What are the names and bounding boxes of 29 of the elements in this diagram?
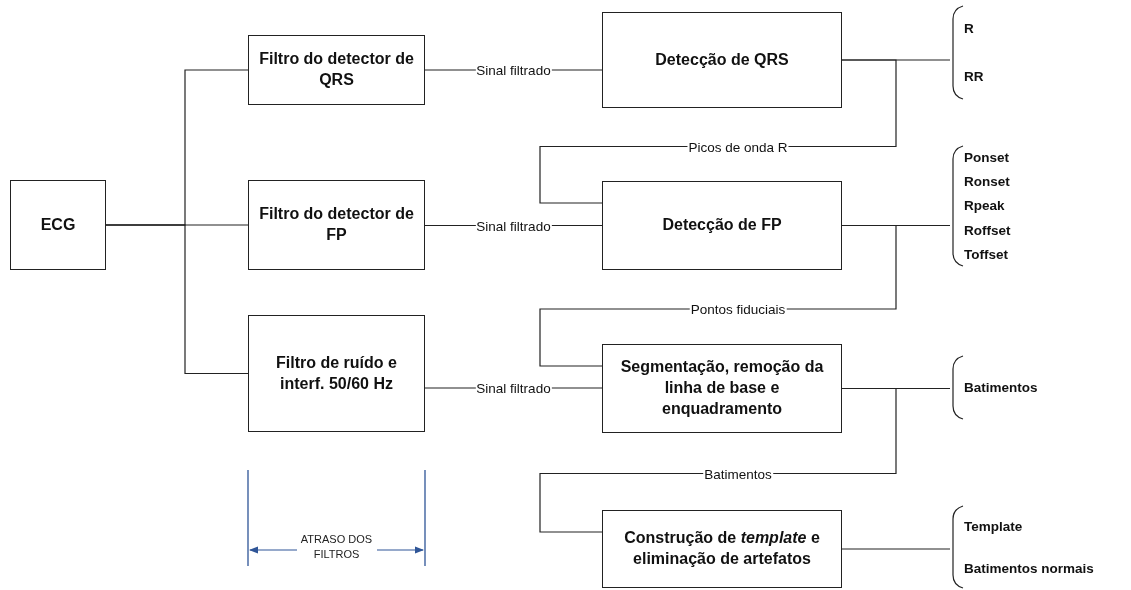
process-box bbox=[248, 180, 425, 270]
process-box bbox=[602, 181, 842, 270]
output-label: RR bbox=[964, 68, 985, 84]
process-box bbox=[248, 35, 425, 105]
box-label: ECG bbox=[40, 214, 76, 235]
output-label: Toffset bbox=[964, 247, 1009, 263]
box-label: Construção de template e eliminação de artefatos bbox=[623, 528, 821, 569]
box-label: Filtro do detector de FP bbox=[258, 204, 415, 245]
output-label: Rpeak bbox=[964, 198, 1006, 214]
process-box bbox=[602, 344, 842, 433]
process-box bbox=[602, 12, 842, 108]
output-label: Template bbox=[964, 518, 1024, 534]
process-box bbox=[602, 510, 842, 588]
connector-line bbox=[841, 548, 951, 550]
connector-line bbox=[105, 224, 249, 375]
output-label: Batimentos normais bbox=[964, 560, 1095, 576]
box-label: Filtro do detector de QRS bbox=[258, 49, 415, 90]
box-label: Detecção de FP bbox=[662, 215, 782, 236]
process-box bbox=[248, 315, 425, 432]
output-label: Ronset bbox=[964, 174, 1011, 190]
connector-line bbox=[539, 387, 897, 533]
box-label: Segmentação, remoção da linha de base e enquadramento bbox=[619, 357, 825, 419]
box-label: Detecção de QRS bbox=[655, 49, 789, 70]
output-label: Roffset bbox=[964, 222, 1012, 238]
output-label: Batimentos bbox=[964, 380, 1039, 395]
process-box bbox=[10, 180, 106, 270]
output-label: Ponset bbox=[964, 149, 1010, 165]
box-label: Filtro de ruído e interf. 50/60 Hz bbox=[275, 352, 398, 394]
output-label: R bbox=[964, 21, 975, 37]
